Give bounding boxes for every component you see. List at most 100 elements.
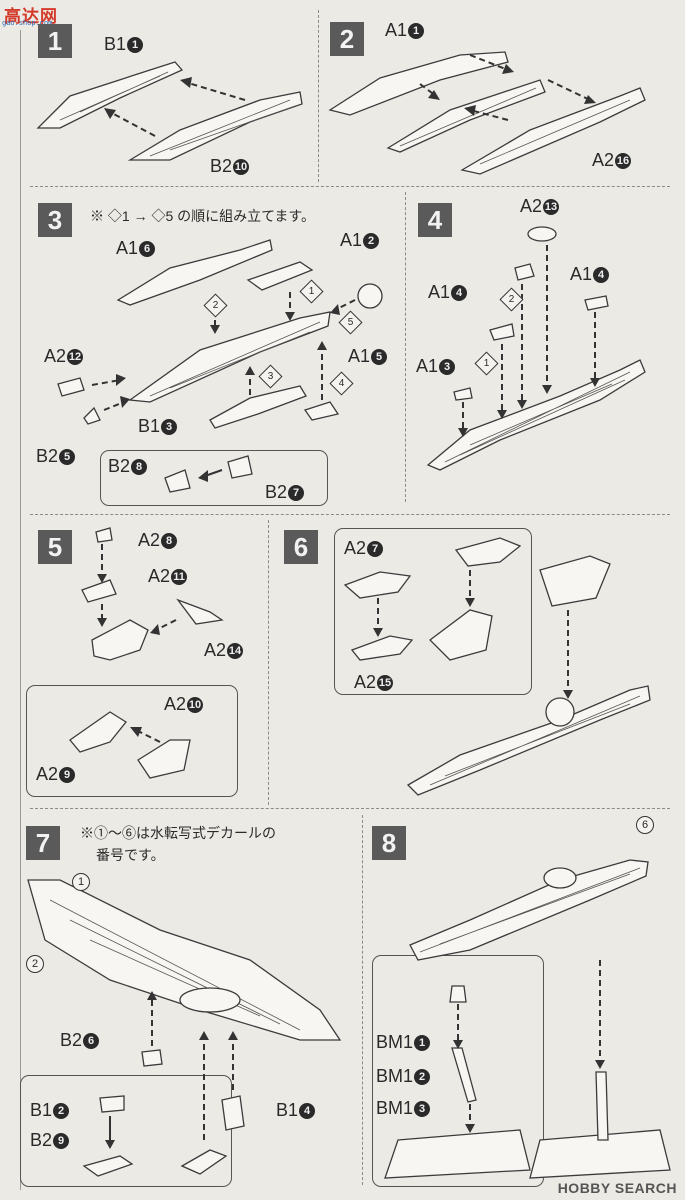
small-part xyxy=(141,1049,163,1067)
wing-part xyxy=(343,571,412,599)
step7-decal-note-line1: ※①〜⑥は水転写式デカールの xyxy=(80,825,276,841)
step-number-1: 1 xyxy=(38,24,72,58)
stand-tip-part xyxy=(449,985,467,1003)
stand-base-part xyxy=(384,1129,531,1179)
step-number-4: 4 xyxy=(418,203,452,237)
assembly-part xyxy=(69,711,127,753)
step8-stand-box xyxy=(372,955,544,1187)
divider xyxy=(268,520,269,805)
fin-part xyxy=(82,1155,134,1177)
hull-part xyxy=(116,239,273,306)
divider xyxy=(30,808,670,809)
site-logo-text: 高达网 xyxy=(4,7,58,26)
step-number-7: 7 xyxy=(26,826,60,860)
fin-part xyxy=(180,1149,228,1175)
step-number-8: 8 xyxy=(372,826,406,860)
dome-part xyxy=(527,226,557,242)
small-part xyxy=(95,527,113,543)
tip-part xyxy=(83,406,101,425)
step-number-2: 2 xyxy=(330,22,364,56)
step-number-6: 6 xyxy=(284,530,318,564)
step3-order-note: ※ ◇1 → ◇5 の順に組み立てます。 xyxy=(90,208,316,224)
assembly-part xyxy=(91,619,149,661)
step7-decal-note-line2: 番号です。 xyxy=(96,847,165,863)
step7-subassembly-box xyxy=(20,1075,232,1187)
dome-part xyxy=(545,697,575,727)
decal-marker-6: 6 xyxy=(636,816,654,834)
hull-part xyxy=(27,879,342,1041)
hull-part xyxy=(406,685,651,796)
assembly-part xyxy=(539,555,611,607)
divider xyxy=(405,192,406,502)
small-part xyxy=(227,455,253,479)
hull-part xyxy=(328,51,509,116)
turret-part xyxy=(357,283,383,309)
small-part xyxy=(164,469,191,493)
assembly-part xyxy=(429,609,493,661)
stand-arm-part xyxy=(595,1071,609,1141)
divider xyxy=(20,30,21,1190)
hull-part xyxy=(426,359,646,471)
divider xyxy=(30,186,670,187)
stand-arm-part xyxy=(451,1047,477,1103)
hull-part xyxy=(127,91,303,161)
fin-part xyxy=(303,401,340,421)
small-part xyxy=(453,387,473,401)
divider xyxy=(362,815,363,1185)
hull-part xyxy=(36,61,184,129)
small-part xyxy=(584,295,609,311)
site-logo-url: gao.shop.com xyxy=(2,20,53,28)
hobby-search-watermark: HOBBY SEARCH xyxy=(557,1180,677,1196)
decal-marker-2: 2 xyxy=(26,955,44,973)
small-part xyxy=(81,579,117,603)
step-number-5: 5 xyxy=(38,530,72,564)
keel-part xyxy=(179,987,241,1013)
assembly-part xyxy=(137,739,191,779)
small-part xyxy=(514,263,535,281)
divider xyxy=(318,10,319,182)
step5-subassembly-box xyxy=(26,685,238,797)
step-number-3: 3 xyxy=(38,203,72,237)
divider xyxy=(30,514,670,515)
bracket-part xyxy=(176,598,224,625)
decal-marker-1: 1 xyxy=(72,873,90,891)
fin-part xyxy=(221,1095,245,1131)
small-part xyxy=(489,323,515,341)
assembly-part xyxy=(454,537,522,567)
dome-part xyxy=(543,867,577,889)
keel-part xyxy=(209,385,307,429)
step6-subassembly-box xyxy=(334,528,532,695)
site-logo[interactable]: 高达网 gao.shop.com xyxy=(2,2,70,30)
hull-part xyxy=(128,311,331,403)
stand-base-part xyxy=(529,1129,671,1179)
